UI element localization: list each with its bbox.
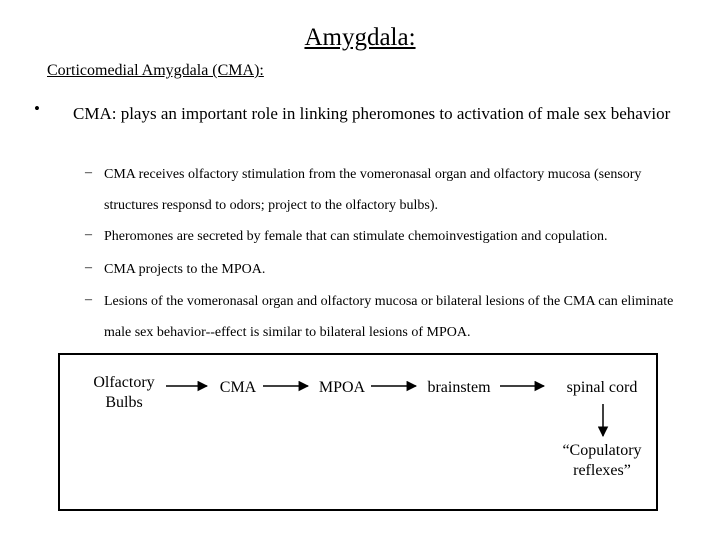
pathway-diagram-box xyxy=(58,353,658,511)
node-copulatory-reflexes-line2: reflexes” xyxy=(573,462,631,479)
sub-bullet-text: CMA receives olfactory stimulation from … xyxy=(104,167,642,213)
slide-title: Amygdala: xyxy=(304,24,416,51)
bullet-symbol: • xyxy=(34,99,40,118)
sub-bullet-text: CMA projects to the MPOA. xyxy=(104,262,266,277)
section-subtitle: Corticomedial Amygdala (CMA): xyxy=(47,62,264,79)
sub-bullet-text: Lesions of the vomeronasal organ and olf… xyxy=(104,294,674,340)
node-cma: CMA xyxy=(219,379,257,396)
sub-bullet-dash: – xyxy=(85,227,92,242)
sub-bullet-text: Pheromones are secreted by female that c… xyxy=(104,229,608,244)
node-spinal-cord: spinal cord xyxy=(566,379,638,396)
node-olfactory-bulbs: Olfactory Bulbs xyxy=(82,373,166,413)
sub-bullet-dash: – xyxy=(85,292,92,307)
node-olfactory-bulbs-line1: Olfactory xyxy=(93,374,155,391)
node-copulatory-reflexes: “Copulatory reflexes” xyxy=(548,441,656,481)
node-brainstem: brainstem xyxy=(427,379,491,396)
node-copulatory-reflexes-line1: “Copulatory xyxy=(562,442,642,459)
sub-bullet-dash: – xyxy=(85,260,92,275)
node-olfactory-bulbs-line2: Bulbs xyxy=(105,394,143,411)
bullet-text: CMA: plays an important role in linking … xyxy=(73,104,671,123)
sub-bullet-dash: – xyxy=(85,165,92,180)
node-mpoa: MPOA xyxy=(318,379,366,396)
